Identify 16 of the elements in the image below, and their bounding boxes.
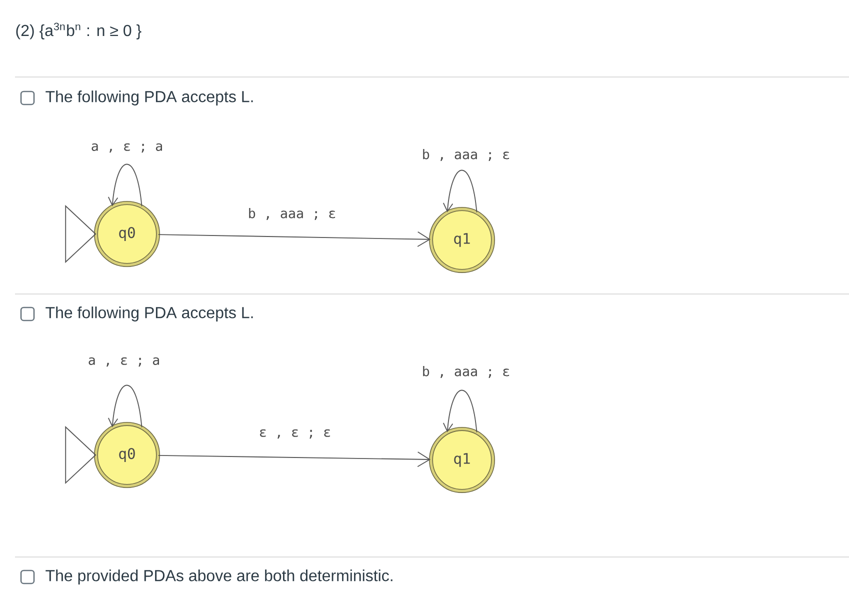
edge-label: b , aaa ; ε [246, 206, 338, 222]
edge-label: b , aaa ; ε [420, 148, 512, 162]
edge-label: b , aaa ; ε [420, 364, 512, 380]
transition-arrow [158, 452, 431, 468]
transition-arrow [158, 231, 431, 247]
edge-label: a , ε ; a [90, 142, 164, 154]
loop-arrow [442, 390, 478, 433]
option-text: The provided PDAs above are both deterministic. [46, 570, 392, 584]
edge-label: ε , ε ; ε [258, 428, 332, 440]
loop-arrow [108, 164, 142, 207]
loop-arrow [442, 170, 478, 213]
loop-arrow [108, 384, 142, 428]
question-title: (2) {a$^{3n}$b$^{n}$ : n ≥ 0 } [16, 22, 142, 40]
edge-label: a , ε ; a [86, 356, 162, 368]
option-text: The following PDA accepts L. [46, 306, 253, 322]
option-text: The following PDA accepts L. [46, 90, 253, 106]
